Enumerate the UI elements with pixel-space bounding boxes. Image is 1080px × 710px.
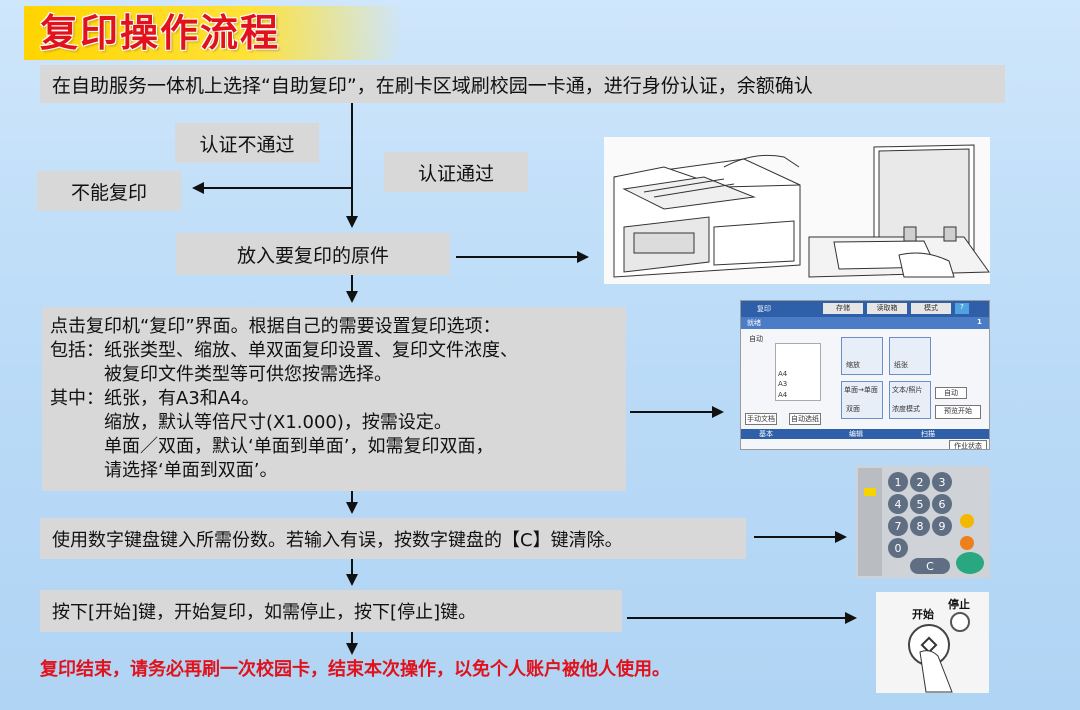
key-8: 8 xyxy=(910,516,930,536)
key-4: 4 xyxy=(888,494,908,514)
screen-btn-auto-paper: 自动选纸 xyxy=(789,413,821,425)
start-button-icon xyxy=(908,624,950,666)
settings-line-3: 被复印文件类型等可供您按需选择。 xyxy=(50,364,392,385)
settings-line-6: 单面／双面，默认‘单面到单面’，如需复印双面， xyxy=(50,436,494,457)
finger-icon xyxy=(919,650,953,693)
paper-2: A3 xyxy=(778,380,788,388)
copier-drawing-icon xyxy=(604,137,990,284)
screen-btn-zoom: 缩放 xyxy=(841,337,883,375)
keypad-clear-icon xyxy=(960,514,974,528)
cannot-copy-box: 不能复印 xyxy=(37,171,181,211)
copier-illustration xyxy=(604,137,990,284)
paper-3: A4 xyxy=(778,391,788,399)
step-place-original: 放入要复印的原件 xyxy=(176,233,450,275)
auth-pass-label: 认证通过 xyxy=(384,152,528,192)
keypad-indicator xyxy=(864,488,876,496)
start-label: 开始 xyxy=(912,608,934,621)
page-title: 复印操作流程 xyxy=(40,11,281,55)
screen-tab-box: 读取箱 xyxy=(867,303,907,314)
screen-bottom-tabs: 基本 编辑 扫描 xyxy=(741,429,989,439)
screen-auto-label: 自动 xyxy=(749,335,763,343)
step-copy-settings: 点击复印机“复印”界面。根据自己的需要设置复印选项： 包括：纸张类型、缩放、单双… xyxy=(42,307,626,491)
screen-btn-preview: 预览开始 xyxy=(935,405,981,419)
screen-btn-duplex: 单面→单面 双面 xyxy=(841,381,883,419)
final-warning: 复印结束，请务必再刷一次校园卡，结束本次操作，以免个人账户被他人使用。 xyxy=(40,659,670,680)
screen-btn-manual: 手动文档 xyxy=(745,413,777,425)
step-select-copy: 在自助服务一体机上选择“自助复印”，在刷卡区域刷校园一卡通，进行身份认证，余额确… xyxy=(40,65,1005,103)
screen-tab-mode: 模式 xyxy=(911,303,951,314)
paper-1: A4 xyxy=(778,370,788,378)
keypad-start-icon xyxy=(956,552,984,574)
copier-screen-image: 复印 存储 读取箱 模式 ? 就绪 1 自动 A4 A3 A4 缩放 纸张 单面… xyxy=(740,300,990,450)
key-7: 7 xyxy=(888,516,908,536)
screen-status: 就绪 xyxy=(747,319,761,327)
key-5: 5 xyxy=(910,494,930,514)
screen-top-tabs: 存储 读取箱 模式 ? xyxy=(823,303,969,314)
settings-line-2: 包括：纸张类型、缩放、单双面复印设置、复印文件浓度、 xyxy=(50,340,518,361)
key-c: C xyxy=(910,558,950,574)
screen-btn-auto: 自动 xyxy=(935,387,967,399)
keypad-grid: 1 2 3 4 5 6 7 8 9 0 C xyxy=(888,472,954,576)
key-2: 2 xyxy=(910,472,930,492)
screen-btn-paper: 纸张 xyxy=(889,337,931,375)
start-stop-image: 开始 停止 xyxy=(876,592,989,693)
screen-paper-list: A4 A3 A4 xyxy=(775,343,821,401)
keypad-stop-icon xyxy=(960,536,974,550)
key-9: 9 xyxy=(932,516,952,536)
keypad-side-panel xyxy=(858,468,882,576)
auth-fail-label: 认证不通过 xyxy=(175,123,319,163)
stop-button-icon xyxy=(950,612,970,632)
key-1: 1 xyxy=(888,472,908,492)
settings-line-7: 请选择‘单面到双面’。 xyxy=(50,460,278,481)
screen-count: 1 xyxy=(977,318,982,326)
title-highlight xyxy=(24,6,402,60)
screen-btn-job-status: 作业状态 xyxy=(949,440,987,449)
settings-line-5: 缩放，默认等倍尺寸(X1.000)，按需设定。 xyxy=(50,412,452,433)
stop-label: 停止 xyxy=(948,598,970,611)
key-3: 3 xyxy=(932,472,952,492)
step-enter-copies: 使用数字键盘键入所需份数。若输入有误，按数字键盘的【C】键清除。 xyxy=(40,518,746,559)
screen-title: 复印 xyxy=(757,305,771,313)
step-press-start: 按下[开始]键，开始复印，如需停止，按下[停止]键。 xyxy=(40,590,622,632)
screen-tab-store: 存储 xyxy=(823,303,863,314)
screen-status-bar xyxy=(741,317,989,329)
key-6: 6 xyxy=(932,494,952,514)
screen-btn-density: 文本/照片 浓度模式 xyxy=(889,381,931,419)
settings-line-4: 其中：纸张，有A3和A4。 xyxy=(50,388,260,409)
key-0: 0 xyxy=(888,538,908,558)
settings-line-1: 点击复印机“复印”界面。根据自己的需要设置复印选项： xyxy=(50,316,501,337)
screen-tab-help: ? xyxy=(955,303,969,314)
keypad-image: 1 2 3 4 5 6 7 8 9 0 C xyxy=(856,466,990,578)
